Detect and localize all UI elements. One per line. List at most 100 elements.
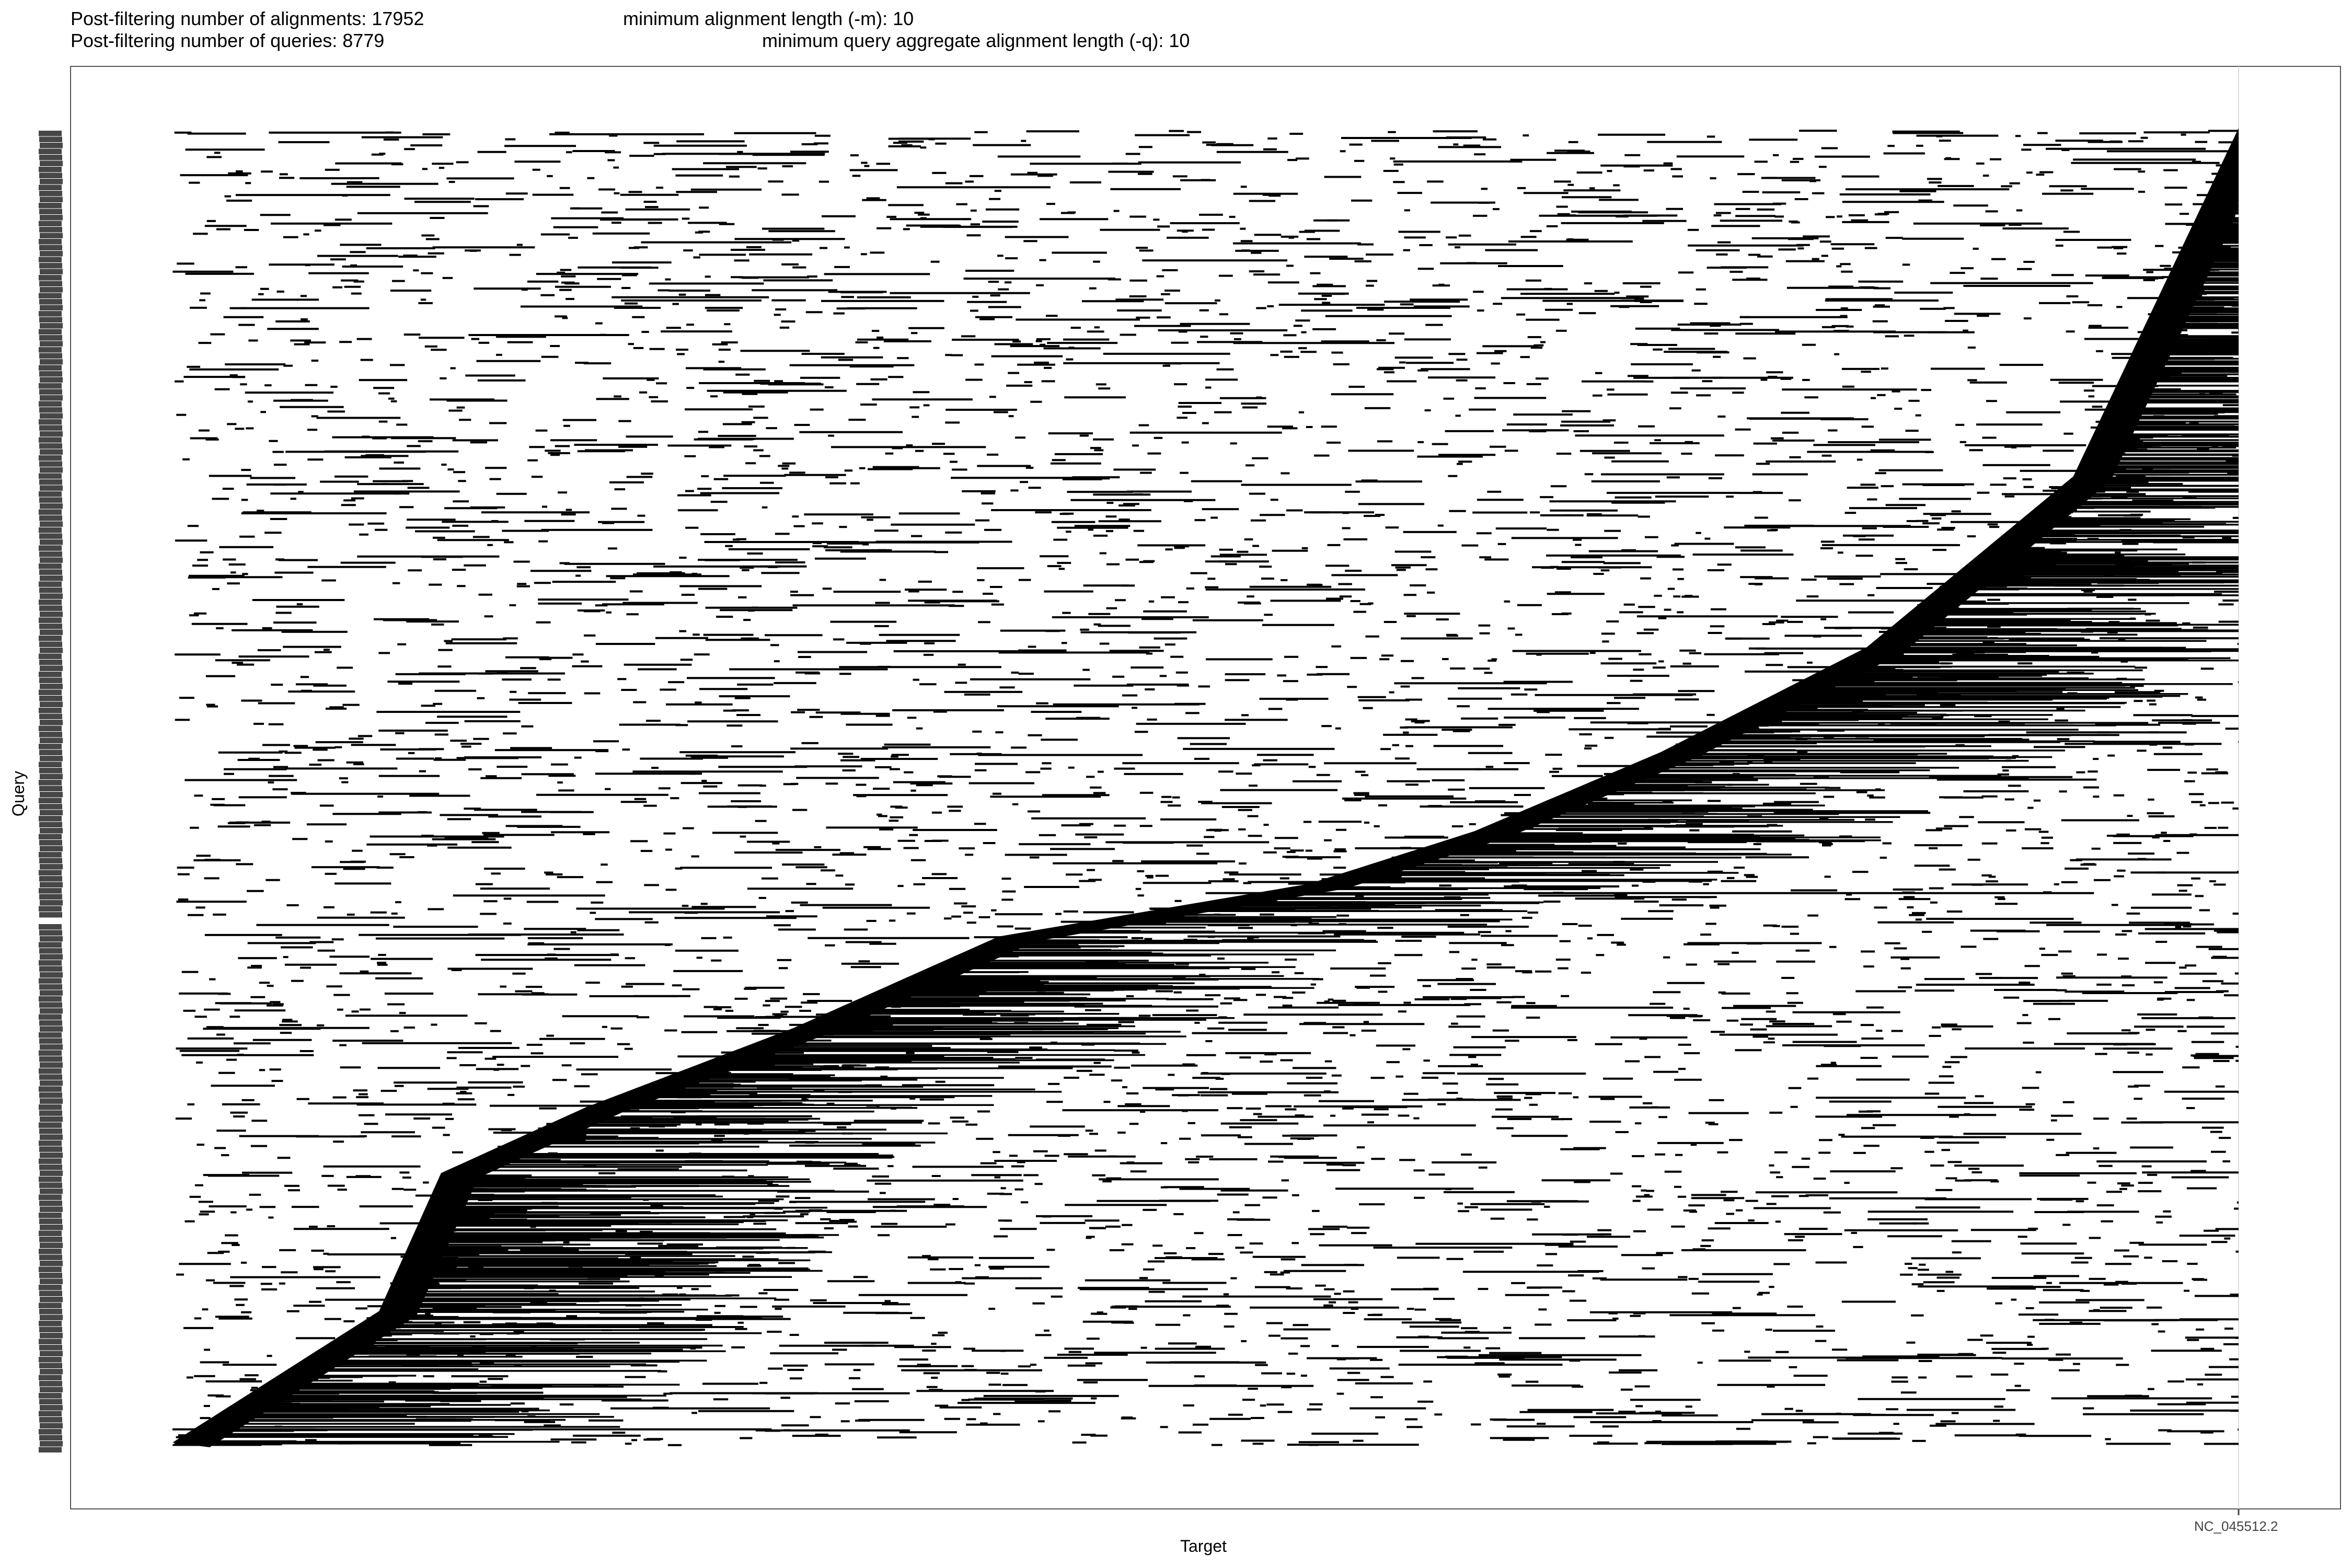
query-tick-bar bbox=[39, 605, 62, 611]
query-tick-bar bbox=[39, 960, 62, 966]
query-tick-bar bbox=[40, 1369, 63, 1375]
alignments-count-label: Post-filtering number of alignments: 179… bbox=[71, 8, 424, 29]
query-tick-bar bbox=[39, 335, 62, 341]
query-tick-bar bbox=[39, 1038, 62, 1044]
query-tick-bar bbox=[39, 768, 62, 774]
query-tick-bar bbox=[39, 978, 62, 984]
query-tick-bar bbox=[39, 713, 62, 719]
query-tick-bar bbox=[40, 648, 63, 653]
query-tick-bar bbox=[39, 1363, 62, 1368]
query-tick-bar bbox=[39, 563, 62, 569]
query-tick-bar bbox=[40, 1189, 63, 1194]
query-tick-bar bbox=[39, 443, 62, 449]
query-tick-bar bbox=[39, 1321, 62, 1327]
query-tick-bar bbox=[39, 419, 62, 425]
query-tick-bar bbox=[40, 449, 63, 455]
query-tick-bar bbox=[39, 689, 62, 695]
query-tick-bar bbox=[40, 1206, 63, 1212]
query-tick-bar bbox=[39, 329, 62, 335]
query-tick-bar bbox=[39, 1158, 62, 1164]
query-tick-bar bbox=[39, 966, 62, 972]
query-tick-bar bbox=[39, 996, 62, 1002]
query-tick-bar bbox=[39, 858, 62, 863]
query-tick-bar bbox=[39, 1092, 62, 1098]
query-tick-bar bbox=[39, 1032, 62, 1038]
query-tick-bar bbox=[40, 593, 63, 599]
query-tick-bar bbox=[40, 629, 63, 635]
query-tick-bar bbox=[39, 299, 62, 305]
query-tick-bar bbox=[39, 293, 62, 298]
query-tick-bar bbox=[39, 1014, 62, 1020]
query-tick-bar bbox=[39, 1309, 62, 1315]
query-tick-bar bbox=[40, 269, 63, 274]
query-tick-bar bbox=[39, 527, 62, 533]
query-tick-bar bbox=[40, 1008, 63, 1014]
query-tick-bar bbox=[39, 786, 62, 791]
query-tick-bar bbox=[39, 1182, 62, 1188]
query-tick-bar bbox=[39, 1068, 62, 1074]
query-tick-bar bbox=[39, 1339, 62, 1344]
query-tick-bar bbox=[40, 756, 63, 762]
query-tick-bar bbox=[39, 587, 62, 593]
query-tick-bar bbox=[40, 467, 63, 473]
query-tick-bar bbox=[39, 209, 62, 214]
query-tick-bar bbox=[39, 1104, 62, 1110]
query-tick-bar bbox=[39, 599, 62, 605]
query-tick-bar bbox=[39, 148, 62, 154]
query-tick-bar bbox=[40, 882, 63, 887]
query-tick-bar bbox=[39, 798, 62, 803]
query-tick-bar bbox=[39, 636, 62, 641]
query-tick-bar bbox=[39, 1140, 62, 1146]
query-tick-bar bbox=[39, 136, 62, 142]
query-tick-bar bbox=[39, 1056, 62, 1062]
query-tick-bar bbox=[40, 305, 63, 310]
query-tick-bar bbox=[40, 395, 63, 401]
query-tick-bar bbox=[39, 660, 62, 665]
query-tick-bar bbox=[40, 359, 63, 365]
query-tick-bar bbox=[40, 792, 63, 798]
query-tick-bar bbox=[39, 1417, 62, 1423]
query-tick-bar bbox=[39, 1110, 62, 1116]
query-tick-bar bbox=[39, 672, 62, 677]
query-tick-bar bbox=[39, 365, 62, 371]
query-tick-bar bbox=[39, 1194, 62, 1200]
query-tick-bar bbox=[40, 1351, 63, 1356]
query-tick-bar bbox=[40, 737, 63, 743]
query-tick-bar bbox=[39, 912, 62, 918]
query-tick-bar bbox=[39, 1050, 62, 1056]
query-tick-bar bbox=[40, 810, 63, 815]
query-tick-bar bbox=[40, 557, 63, 563]
query-tick-bar bbox=[40, 179, 63, 185]
query-tick-bar bbox=[39, 257, 62, 262]
query-tick-bar bbox=[40, 377, 63, 383]
query-tick-bar bbox=[39, 876, 62, 882]
query-tick-bar bbox=[40, 1405, 63, 1411]
query-tick-bar bbox=[40, 936, 63, 942]
min-query-aggregate-label: minimum query aggregate alignment length… bbox=[762, 30, 1190, 51]
query-tick-bar bbox=[39, 1375, 62, 1380]
query-tick-bar bbox=[40, 233, 63, 238]
query-tick-bar bbox=[40, 900, 63, 906]
query-tick-bar bbox=[39, 515, 62, 521]
query-tick-bar bbox=[39, 1273, 62, 1278]
query-tick-bar bbox=[39, 185, 62, 190]
query-tick-bar bbox=[40, 287, 63, 293]
query-tick-bar bbox=[39, 696, 62, 701]
query-tick-bar bbox=[39, 131, 62, 136]
query-tick-bar bbox=[39, 533, 62, 539]
query-tick-bar bbox=[39, 275, 62, 281]
query-tick-bar bbox=[39, 624, 62, 629]
query-tick-bar bbox=[39, 1002, 62, 1008]
query-tick-bar bbox=[40, 1152, 63, 1158]
query-tick-bar bbox=[39, 894, 62, 900]
query-tick-bar bbox=[39, 924, 62, 930]
query-tick-bar bbox=[39, 804, 62, 810]
query-tick-bar bbox=[40, 1170, 63, 1176]
query-tick-bar bbox=[40, 323, 63, 329]
query-tick-bar bbox=[39, 239, 62, 245]
query-tick-bar bbox=[39, 1399, 62, 1404]
query-tick-bar bbox=[39, 1237, 62, 1242]
query-tick-bar bbox=[40, 954, 63, 960]
query-tick-bar bbox=[39, 191, 62, 197]
